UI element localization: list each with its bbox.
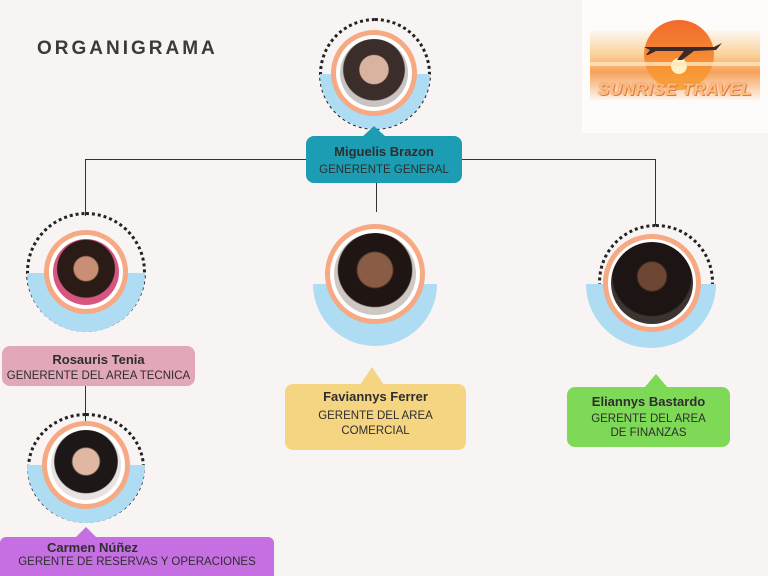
connector-line bbox=[376, 182, 377, 212]
name-finanzas: Eliannys Bastardo bbox=[591, 394, 706, 409]
name-reservas: Carmen Núñez bbox=[47, 540, 139, 555]
name-comercial: Faviannys Ferrer bbox=[323, 389, 428, 404]
label-finanzas: Eliannys Bastardo GERENTE DEL AREA DE FI… bbox=[567, 387, 730, 447]
connector-line bbox=[85, 385, 86, 425]
company-logo: SUNRISE TRAVEL bbox=[582, 0, 768, 133]
role-comercial-line2: COMERCIAL bbox=[341, 425, 410, 437]
name-tecnica: Rosauris Tenia bbox=[52, 352, 145, 367]
role-finanzas-line2: DE FINANZAS bbox=[610, 427, 687, 439]
logo-text: SUNRISE TRAVEL bbox=[597, 80, 753, 99]
role-tecnica: GENERENTE DEL AREA TECNICA bbox=[6, 370, 191, 382]
connector-line bbox=[655, 159, 656, 226]
role-ceo: GENERENTE GENERAL bbox=[319, 164, 449, 176]
airplane-sunset-logo-icon bbox=[590, 20, 760, 100]
page-title: ORGANIGRAMA bbox=[37, 38, 218, 59]
role-reservas: GERENTE DE RESERVAS Y OPERACIONES bbox=[18, 556, 256, 568]
connector-line bbox=[85, 159, 86, 216]
label-ceo: Miguelis Brazon GENERENTE GENERAL bbox=[306, 136, 462, 183]
name-ceo: Miguelis Brazon bbox=[334, 144, 434, 159]
label-reservas: Carmen Núñez GERENTE DE RESERVAS Y OPERA… bbox=[0, 537, 274, 576]
label-comercial: Faviannys Ferrer GERENTE DEL AREA COMERC… bbox=[285, 384, 466, 450]
label-tecnica: Rosauris Tenia GENERENTE DEL AREA TECNIC… bbox=[2, 346, 195, 386]
role-finanzas-line1: GERENTE DEL AREA bbox=[591, 413, 706, 425]
role-comercial-line1: GERENTE DEL AREA bbox=[318, 410, 433, 422]
